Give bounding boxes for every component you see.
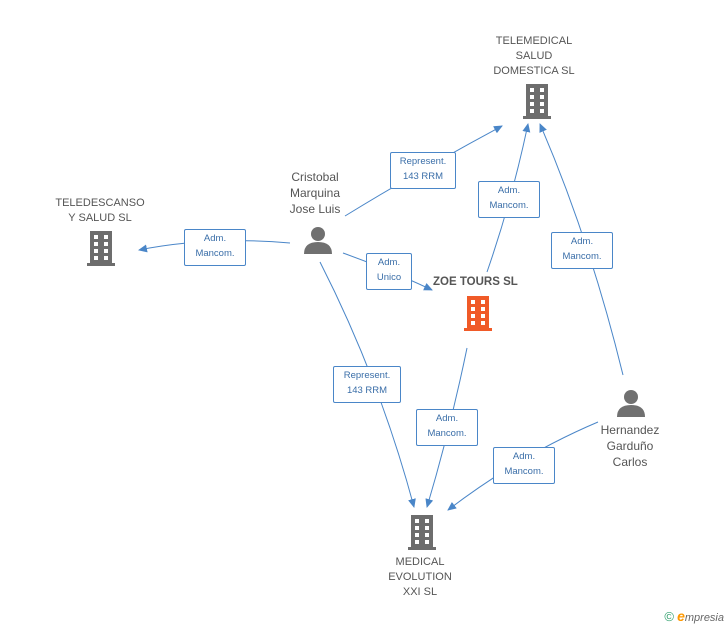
edge-label-cristobal-telemedical: Represent. 143 RRM bbox=[390, 152, 456, 189]
copyright-symbol: © bbox=[664, 609, 675, 624]
edge-label-cristobal-teledescanso: Adm. Mancom. bbox=[184, 229, 246, 266]
telemedical-label: TELEMEDICAL SALUD DOMESTICA SL bbox=[493, 35, 575, 77]
person-icon[interactable] bbox=[302, 225, 334, 255]
edge-label-hernandez-medical: Adm. Mancom. bbox=[493, 447, 555, 484]
edge-label-hernandez-telemedical: Adm. Mancom. bbox=[551, 232, 613, 269]
empresia-logo: © empresia bbox=[664, 608, 724, 624]
cristobal-label: Cristobal Marquina Jose Luis bbox=[289, 170, 341, 216]
edge-label-cristobal-zoe: Adm. Unico bbox=[366, 253, 412, 290]
edge-label-zoe-telemedical: Adm. Mancom. bbox=[478, 181, 540, 218]
building-icon[interactable] bbox=[84, 231, 118, 267]
building-icon[interactable] bbox=[520, 84, 554, 120]
edge-label-zoe-medical: Adm. Mancom. bbox=[416, 409, 478, 446]
teledescanso-label: TELEDESCANSO Y SALUD SL bbox=[55, 197, 145, 224]
person-icon[interactable] bbox=[615, 388, 647, 418]
medical-evolution-label: MEDICAL EVOLUTION XXI SL bbox=[388, 556, 452, 598]
building-icon[interactable] bbox=[405, 515, 439, 551]
hernandez-label: Hernandez Garduño Carlos bbox=[600, 423, 660, 469]
building-icon[interactable] bbox=[461, 296, 495, 332]
zoe-tours-label: ZOE TOURS SL bbox=[433, 276, 518, 288]
brand-rest: mpresia bbox=[684, 612, 724, 624]
edge-label-cristobal-medical: Represent. 143 RRM bbox=[333, 366, 401, 403]
brand-e: e bbox=[677, 608, 685, 624]
